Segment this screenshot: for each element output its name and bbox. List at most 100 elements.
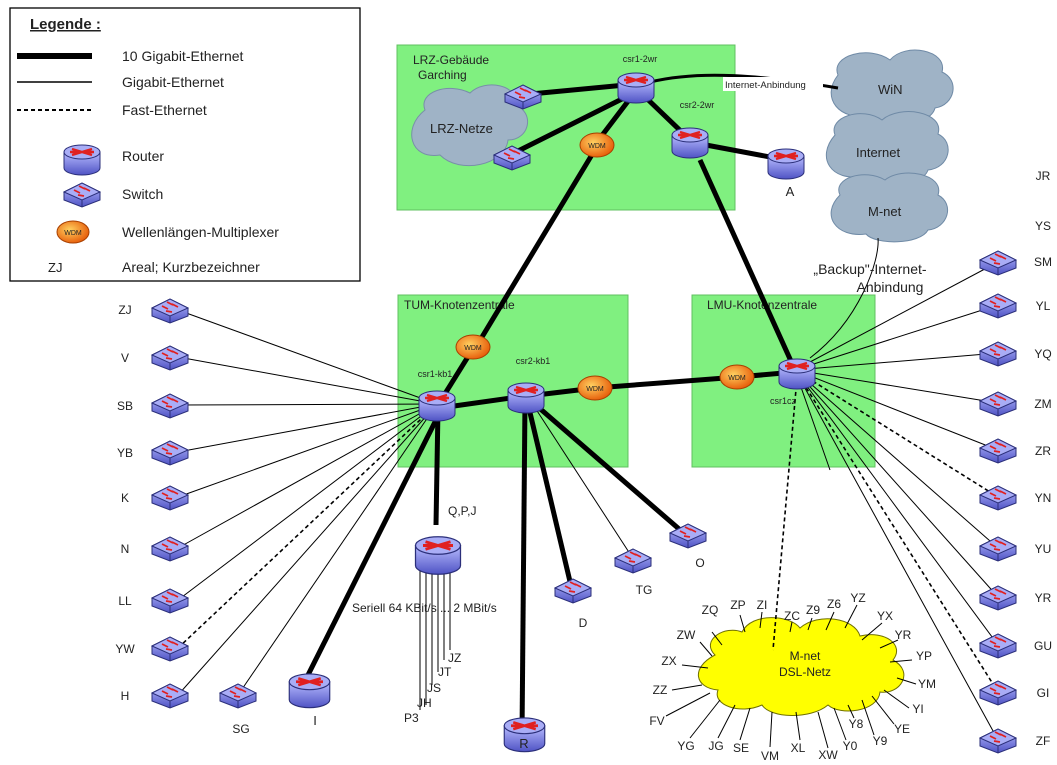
dsl-spoke xyxy=(825,611,835,631)
site-label: SM xyxy=(1034,255,1052,269)
dsl-spoke xyxy=(681,664,709,669)
site-label: YB xyxy=(117,446,133,460)
router-r-label: R xyxy=(519,736,528,751)
link-1g xyxy=(237,403,438,696)
dsl-site-label: YM xyxy=(918,677,936,691)
dsl-sites: ZQ ZP ZI ZC Z9 Z6 YZ YX YR YP YM YI YE Y… xyxy=(649,591,936,763)
wdm-icon xyxy=(577,375,613,401)
dsl-site-label: YE xyxy=(894,722,910,736)
switch-site xyxy=(151,636,189,662)
router-csr1-2wr-label: csr1-2wr xyxy=(623,54,658,64)
switch-site xyxy=(151,683,189,709)
link-10g xyxy=(528,398,688,537)
anbindung-bg xyxy=(723,77,823,91)
wdm-icon xyxy=(455,334,491,360)
win-label: WiN xyxy=(878,82,903,97)
dsl-label-line1: M-net xyxy=(790,649,821,663)
dsl-site-label: XW xyxy=(818,748,838,762)
dsl-site-label: FV xyxy=(649,714,664,728)
link-1g xyxy=(794,261,999,371)
dsl-cloud xyxy=(697,617,905,716)
link-1g xyxy=(177,403,438,601)
wdm-label: WDM xyxy=(586,386,604,393)
link-10g xyxy=(524,399,575,591)
site-label: ZR xyxy=(1035,444,1051,458)
switch-site xyxy=(979,293,1017,319)
legend-router-icon xyxy=(62,143,102,177)
site-label: YS xyxy=(1035,219,1051,233)
site-d-label: D xyxy=(579,616,588,630)
zone-lrz-title-line2: Garching xyxy=(418,68,467,82)
router-csr1-kb1-label: csr1-kb1 xyxy=(418,369,453,379)
router-csr1cz-label: csr1cz xyxy=(770,396,797,406)
dsl-site-label: ZX xyxy=(661,654,676,668)
serial-site-label: JH xyxy=(417,696,432,710)
link-1g xyxy=(794,369,999,451)
dsl-spoke xyxy=(739,614,746,633)
dsl-spoke xyxy=(871,695,895,725)
wdm-units: WDM WDM WDM WDM xyxy=(455,132,755,401)
serial-site-label: JS xyxy=(427,681,441,695)
serial-site-label: JT xyxy=(438,665,452,679)
link-10g xyxy=(473,146,599,349)
dsl-site-label: YI xyxy=(912,702,923,716)
switch-site xyxy=(151,485,189,511)
switch-site xyxy=(979,438,1017,464)
link-1g xyxy=(529,399,635,561)
site-label: YN xyxy=(1035,491,1052,505)
dsl-spoke xyxy=(861,622,883,641)
dsl-site-label: YP xyxy=(916,649,932,663)
link-fe xyxy=(794,369,999,498)
site-o-label: O xyxy=(695,556,704,570)
site-label: LL xyxy=(118,594,132,608)
dsl-site-label: ZQ xyxy=(702,603,719,617)
site-label: GI xyxy=(1037,686,1050,700)
switch-site xyxy=(979,536,1017,562)
switch-d xyxy=(554,578,592,604)
switch-site xyxy=(979,585,1017,611)
backup-label-line2: Anbindung xyxy=(857,279,924,295)
serial-speed-label: Seriell 64 KBit/s ... 2 MBit/s xyxy=(352,601,497,615)
site-label: YR xyxy=(1035,591,1052,605)
dsl-site-label: Y9 xyxy=(873,734,888,748)
dsl-site-label: SE xyxy=(733,741,749,755)
router-i-label: I xyxy=(313,713,317,728)
backup-label-line1: „Backup"-Internet- xyxy=(813,261,926,277)
legend-title: Legende : xyxy=(30,16,101,33)
link-1g xyxy=(794,369,999,404)
site-label: YQ xyxy=(1034,347,1051,361)
wdm-label: WDM xyxy=(588,143,606,150)
router-csr2-kb1 xyxy=(506,381,546,415)
link-10g xyxy=(594,374,739,391)
dsl-site-label: Z6 xyxy=(827,597,841,611)
link-1g xyxy=(177,403,438,406)
dsl-site-label: YX xyxy=(877,609,893,623)
legend-wdm-glyph: WDM xyxy=(64,230,82,237)
link-10g xyxy=(433,407,441,526)
dsl-spoke xyxy=(689,699,721,739)
dsl-site-label: VM xyxy=(761,749,779,763)
lrz-netze-label: LRZ-Netze xyxy=(430,121,493,136)
legend-label-fe: Fast-Ethernet xyxy=(122,102,207,118)
switch-site xyxy=(151,393,189,419)
link-fe-dsl xyxy=(772,377,798,651)
link-1g xyxy=(794,369,999,598)
switch-site xyxy=(979,728,1017,754)
wdm-label: WDM xyxy=(728,375,746,382)
wdm-icon xyxy=(579,132,615,158)
dsl-spoke xyxy=(665,692,711,717)
dsl-spoke xyxy=(769,711,773,748)
dsl-site-label: Z9 xyxy=(806,603,820,617)
legend-wdm-icon xyxy=(56,220,90,244)
site-label: JR xyxy=(1036,169,1051,183)
router-csr2-2wr xyxy=(670,126,710,160)
dsl-site-label: YZ xyxy=(850,591,865,605)
router-a-label: A xyxy=(786,184,795,199)
site-label: K xyxy=(121,491,129,505)
link-10g xyxy=(508,89,638,158)
legend-label-10g: 10 Gigabit-Ethernet xyxy=(122,48,244,64)
site-label: V xyxy=(121,351,129,365)
switch-site xyxy=(979,391,1017,417)
link-1g xyxy=(177,309,438,405)
